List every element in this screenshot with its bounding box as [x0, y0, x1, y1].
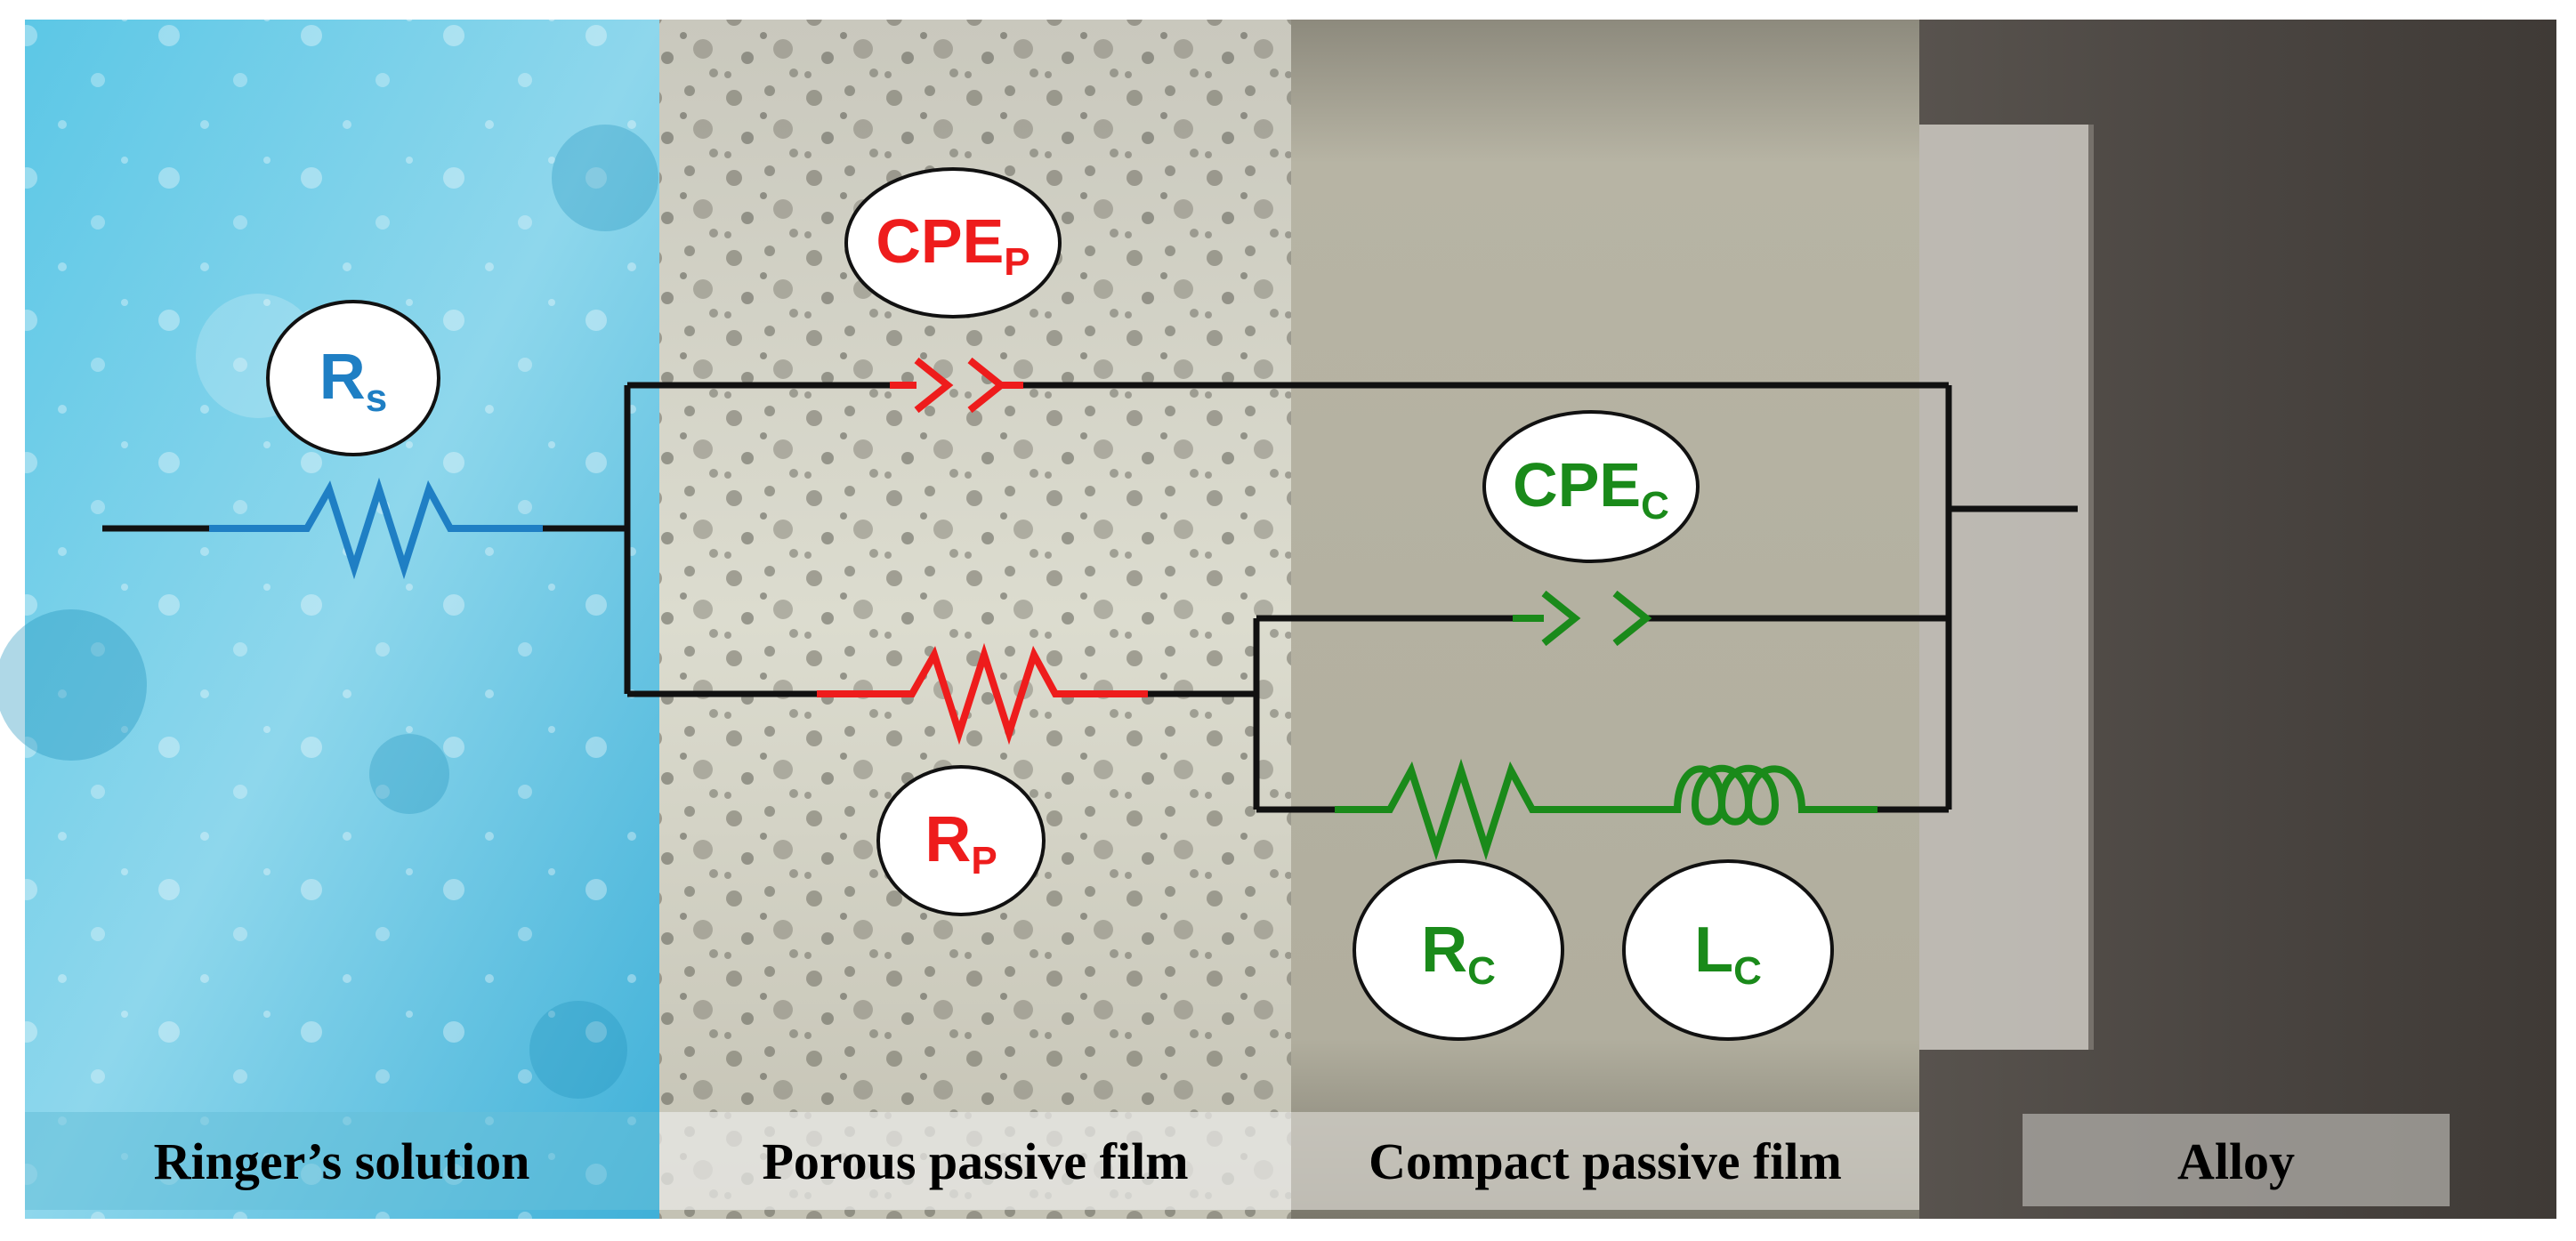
rs-label: Rs — [266, 300, 440, 456]
rs-resistor-icon — [209, 477, 543, 580]
region-label-porous: Porous passive film — [659, 1112, 1291, 1210]
rc-resistor-icon — [1335, 758, 1628, 861]
cpe-c-element-icon — [1513, 590, 1652, 647]
svg-text:RC: RC — [1421, 915, 1496, 993]
svg-text:CPEC: CPEC — [1513, 450, 1669, 528]
svg-text:Alloy: Alloy — [2177, 1132, 2295, 1190]
cpe-c-label: CPEC — [1482, 410, 1700, 563]
svg-text:RP: RP — [925, 804, 997, 882]
region-label-alloy: Alloy — [2023, 1114, 2450, 1206]
cpe-p-element-icon — [890, 357, 1023, 414]
lc-label: LC — [1622, 859, 1834, 1041]
svg-text:Porous passive film: Porous passive film — [762, 1132, 1188, 1190]
svg-text:Ringer’s solution: Ringer’s solution — [154, 1132, 530, 1190]
alloy-region — [1919, 20, 2556, 1219]
rc-label: RC — [1353, 859, 1564, 1041]
solution-region — [0, 20, 659, 1219]
region-label-compact: Compact passive film — [1291, 1112, 1919, 1210]
svg-text:Rs: Rs — [319, 342, 387, 420]
svg-text:LC: LC — [1694, 915, 1762, 993]
circuit-wires — [102, 382, 2078, 813]
svg-text:Compact passive film: Compact passive film — [1369, 1132, 1842, 1190]
rp-resistor-icon — [817, 642, 1148, 745]
lc-inductor-icon — [1628, 764, 1877, 826]
rp-label: RP — [876, 765, 1046, 916]
svg-text:CPEP: CPEP — [876, 206, 1030, 284]
region-label-solution: Ringer’s solution — [25, 1112, 659, 1210]
cpe-p-label: CPEP — [844, 167, 1062, 318]
